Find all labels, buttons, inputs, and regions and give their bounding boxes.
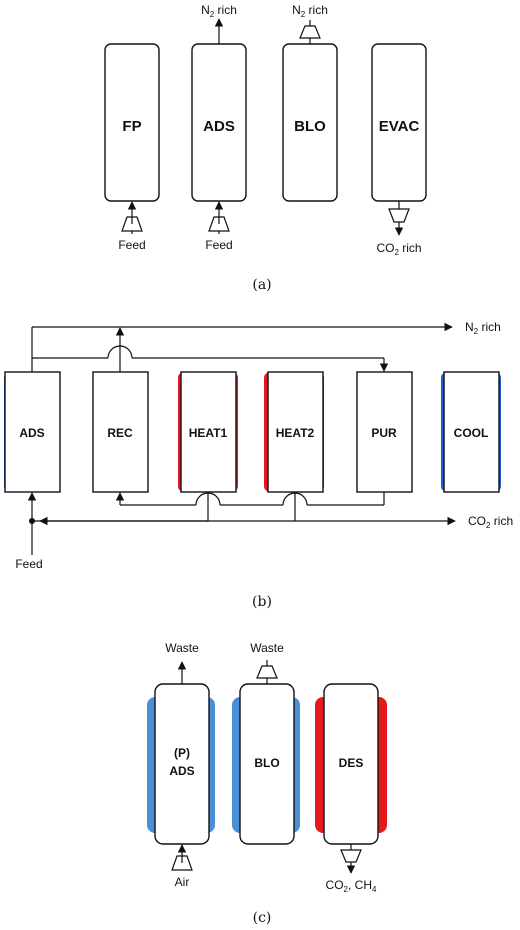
panel-c: (P) ADS BLO DES Waste Waste Air CO2, CH4… <box>147 641 387 926</box>
column-p-ads: (P) ADS <box>154 683 210 845</box>
column-blo: BLO <box>282 43 338 202</box>
column-label: COOL <box>454 426 489 440</box>
column-label: ADS <box>169 764 194 778</box>
caption-c: (c) <box>253 910 272 926</box>
column-label: BLO <box>294 118 326 135</box>
panel-b: ADS REC HEAT1 HEAT2 PUR COOL N2 rich <box>4 320 513 610</box>
waste-label: Waste <box>165 641 199 655</box>
column-label: ADS <box>203 118 235 135</box>
column-label: HEAT2 <box>276 426 315 440</box>
column-label-p: (P) <box>174 746 190 760</box>
air-label: Air <box>175 875 190 889</box>
feed-label: Feed <box>205 238 232 252</box>
column-fp: FP <box>104 43 160 202</box>
column-label: FP <box>122 118 141 135</box>
column-label: REC <box>107 426 133 440</box>
co2-rich-label: CO2 rich <box>468 514 513 530</box>
panel-a: FP ADS BLO EVAC N2 rich N2 rich Feed <box>104 3 427 293</box>
caption-a: (a) <box>252 277 271 293</box>
blower-icon <box>299 25 321 39</box>
column-pur: PUR <box>356 371 413 493</box>
n2-rich-label: N2 rich <box>465 320 501 336</box>
column-heat1: HEAT1 <box>180 371 237 493</box>
column-label: BLO <box>254 756 279 770</box>
column-label: PUR <box>371 426 397 440</box>
column-rec: REC <box>92 371 149 493</box>
caption-b: (b) <box>252 594 272 610</box>
blower-icon <box>256 665 278 679</box>
column-heat2: HEAT2 <box>267 371 324 493</box>
vacuum-pump-icon <box>388 208 410 223</box>
column-label: EVAC <box>379 118 420 135</box>
column-cool: COOL <box>443 371 500 493</box>
column-ads: ADS <box>4 371 61 493</box>
column-label: DES <box>339 756 364 770</box>
column-evac: EVAC <box>371 43 427 202</box>
feed-label: Feed <box>118 238 145 252</box>
co2-rich-label: CO2 rich <box>376 241 421 257</box>
column-blo: BLO <box>239 683 295 845</box>
co2-ch4-label: CO2, CH4 <box>326 878 377 894</box>
column-label: ADS <box>19 426 44 440</box>
vacuum-pump-icon <box>340 849 362 863</box>
waste-label: Waste <box>250 641 284 655</box>
column-ads: ADS <box>191 43 247 202</box>
column-label: HEAT1 <box>189 426 228 440</box>
feed-label: Feed <box>15 557 42 571</box>
n2-rich-label: N2 rich <box>201 3 237 19</box>
column-des: DES <box>323 683 379 845</box>
n2-rich-label: N2 rich <box>292 3 328 19</box>
